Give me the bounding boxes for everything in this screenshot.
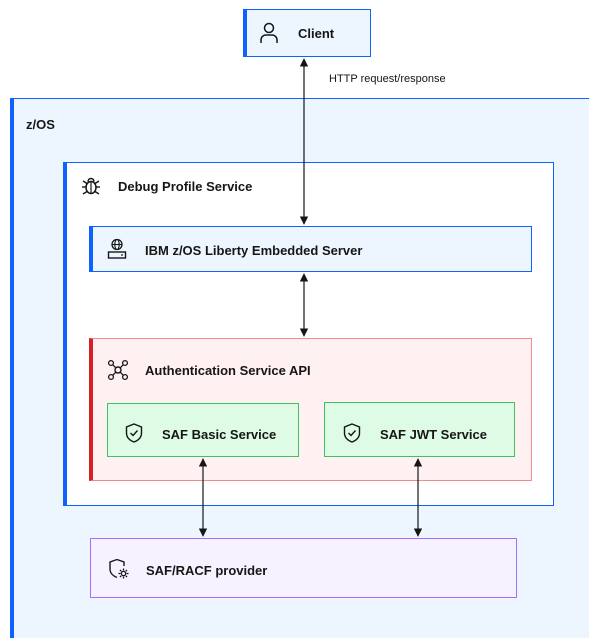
client-label: Client xyxy=(298,26,335,41)
saf-racf-provider-node xyxy=(90,538,517,598)
api-network-icon xyxy=(107,359,129,381)
saf-basic-service-node xyxy=(107,403,299,457)
zos-label: z/OS xyxy=(26,117,55,132)
debug-profile-service-label: Debug Profile Service xyxy=(118,179,253,194)
liberty-server-node xyxy=(89,226,532,272)
server-globe-icon xyxy=(107,238,127,259)
liberty-server-label: IBM z/OS Liberty Embedded Server xyxy=(145,243,363,258)
shield-check-icon xyxy=(125,423,143,443)
saf-racf-provider-label: SAF/RACF provider xyxy=(146,563,268,578)
shield-check-icon xyxy=(343,423,361,443)
saf-jwt-service-node xyxy=(324,402,515,457)
authentication-service-api-label: Authentication Service API xyxy=(145,363,311,378)
http-request-response-label: HTTP request/response xyxy=(329,73,446,85)
debug-bug-icon xyxy=(82,177,100,195)
saf-basic-service-label: SAF Basic Service xyxy=(162,427,277,442)
client-node xyxy=(243,9,371,57)
saf-jwt-service-label: SAF JWT Service xyxy=(380,427,487,442)
user-icon xyxy=(260,22,278,43)
policy-gear-icon xyxy=(109,558,129,579)
